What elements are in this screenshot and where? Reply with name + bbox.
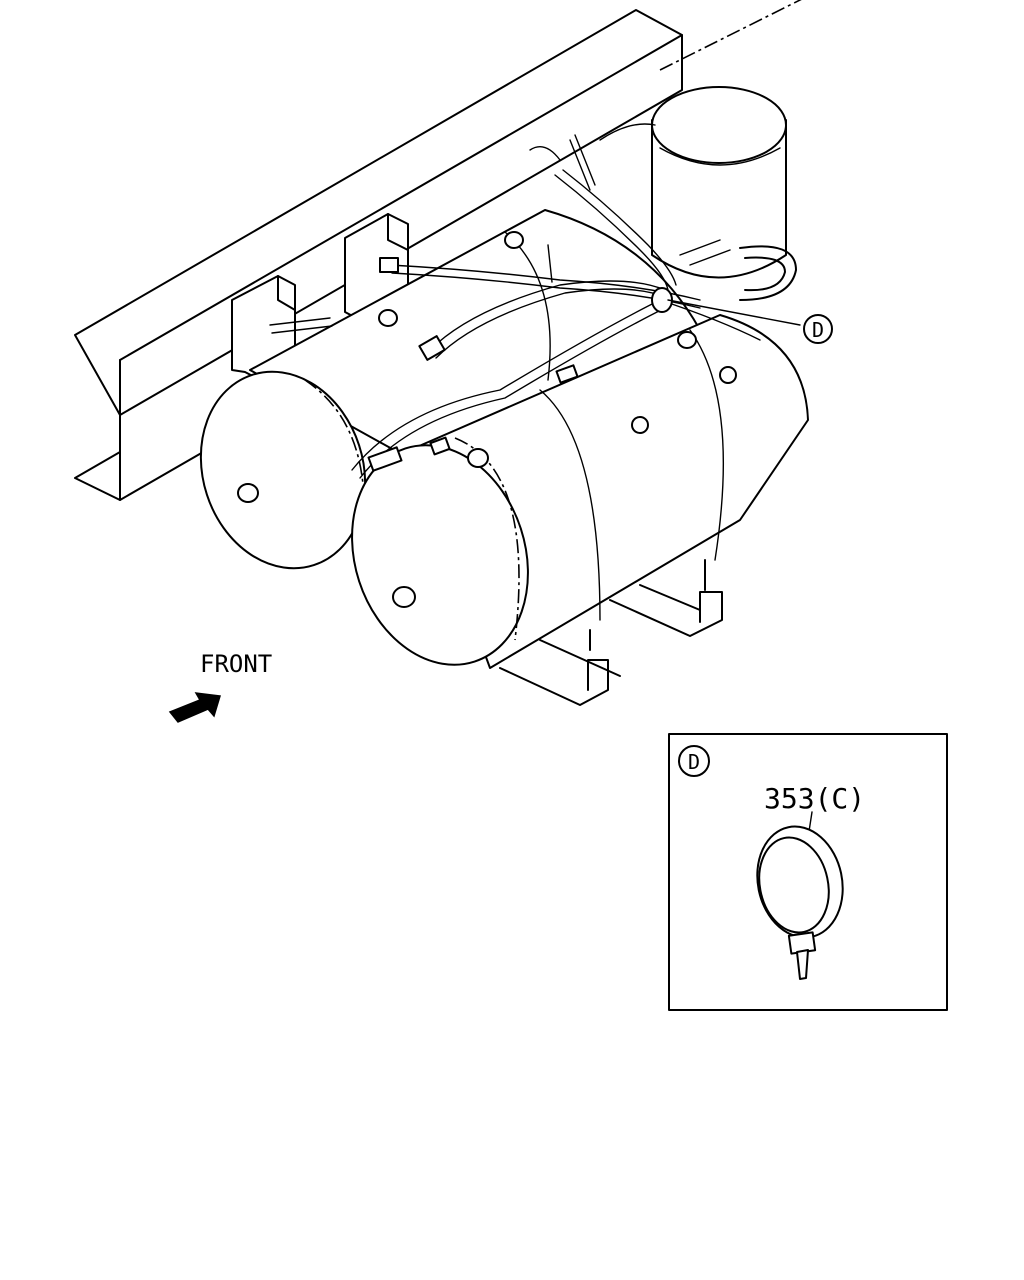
detail-letter-circle: [678, 745, 710, 777]
front-air-tank: [351, 314, 809, 669]
detail-letter: D: [688, 750, 700, 774]
front-indicator: FRONT: [168, 650, 272, 723]
callout-d-circle: [803, 314, 833, 344]
detail-inset-frame: [668, 733, 948, 1011]
callout-d-letter: D: [812, 318, 824, 342]
rear-air-tank: [199, 209, 701, 570]
detail-inset-d: D 353(C): [668, 733, 948, 1011]
cable-tie-icon: [756, 825, 844, 980]
arrow-front-icon: [168, 692, 221, 723]
front-label: FRONT: [200, 650, 272, 678]
tank-support-brackets: [499, 559, 723, 706]
callout-d[interactable]: D: [667, 299, 833, 344]
air-dryer: [651, 86, 797, 301]
part-number-label: 353(C): [764, 782, 865, 815]
air-hoses: [269, 123, 761, 479]
